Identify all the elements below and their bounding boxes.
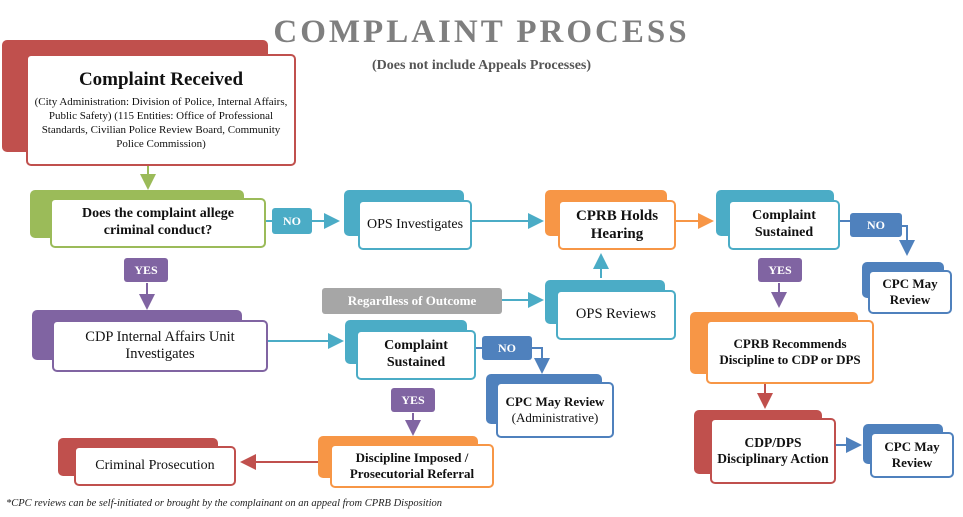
complaint-sustained-right-label: Complaint Sustained xyxy=(752,208,816,240)
cdp-ia-label: CDP Internal Affairs Unit Investigates xyxy=(85,328,235,362)
cpc-review-admin-sub: (Administrative) xyxy=(511,410,599,425)
cdp-dps-action-box: CDP/DPS Disciplinary Action xyxy=(710,418,836,484)
complaint-sustained-mid-box: Complaint Sustained xyxy=(356,330,476,380)
criminal-prosecution-label: Criminal Prosecution xyxy=(95,457,215,473)
discipline-imposed-label: Discipline Imposed / Prosecutorial Refer… xyxy=(349,450,475,481)
arrow-no-to-cpc-right xyxy=(899,225,915,256)
footnote: *CPC reviews can be self-initiated or br… xyxy=(6,498,443,509)
regardless-of-outcome-label: Regardless of Outcome xyxy=(322,288,502,314)
criminal-question-label: Does the complaint allege criminal condu… xyxy=(81,206,235,238)
no-tag-sustained-right: NO xyxy=(850,213,902,237)
complaint-received-title: Complaint Received xyxy=(78,68,244,90)
cdp-dps-action-label: CDP/DPS Disciplinary Action xyxy=(717,434,829,466)
criminal-question-box: Does the complaint allege criminal condu… xyxy=(50,198,266,248)
discipline-imposed-box: Discipline Imposed / Prosecutorial Refer… xyxy=(330,444,494,488)
yes-tag-sustained-mid: YES xyxy=(391,388,435,412)
ops-investigates-label: OPS Investigates xyxy=(366,216,464,232)
complaint-received-detail: (City Administration: Division of Police… xyxy=(34,96,288,150)
no-tag-criminal: NO xyxy=(272,208,312,234)
cpc-review-right-box: CPC May Review xyxy=(868,270,952,314)
no-tag-sustained-mid: NO xyxy=(482,336,532,360)
yes-tag-sustained-right: YES xyxy=(758,258,802,282)
cpc-review-right-label: CPC May Review xyxy=(882,276,938,307)
arrow-no-to-cpc-admin xyxy=(532,347,550,374)
ops-reviews-label: OPS Reviews xyxy=(575,306,657,323)
complaint-sustained-right-box: Complaint Sustained xyxy=(728,200,840,250)
page-title: COMPLAINT PROCESS xyxy=(273,14,690,50)
ops-investigates-box: OPS Investigates xyxy=(358,200,472,250)
cpc-review-bottom-label: CPC May Review xyxy=(884,439,940,470)
cprb-recommends-label: CPRB Recommends Discipline to CDP or DPS xyxy=(719,336,861,367)
cpc-review-admin-box: CPC May Review (Administrative) xyxy=(496,382,614,438)
cprb-hearing-box: CPRB Holds Hearing xyxy=(558,200,676,250)
cpc-review-admin-label: CPC May Review xyxy=(505,394,605,410)
cpc-review-bottom-box: CPC May Review xyxy=(870,432,954,478)
yes-tag-criminal: YES xyxy=(124,258,168,282)
cdp-ia-box: CDP Internal Affairs Unit Investigates xyxy=(52,320,268,372)
complaint-received-box: Complaint Received (City Administration:… xyxy=(26,54,296,166)
criminal-prosecution-box: Criminal Prosecution xyxy=(74,446,236,486)
complaint-sustained-mid-label: Complaint Sustained xyxy=(384,338,448,370)
cprb-recommends-box: CPRB Recommends Discipline to CDP or DPS xyxy=(706,320,874,384)
cprb-hearing-label: CPRB Holds Hearing xyxy=(575,208,659,242)
ops-reviews-box: OPS Reviews xyxy=(556,290,676,340)
page-subtitle: (Does not include Appeals Processes) xyxy=(371,58,592,73)
